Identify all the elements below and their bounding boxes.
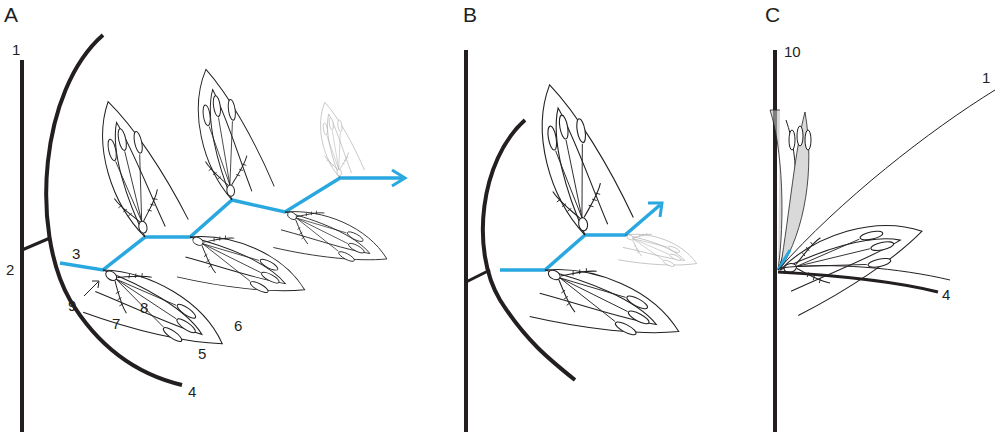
callout-number: 1 <box>982 70 990 85</box>
callout-number: 5 <box>198 346 206 361</box>
callout-number: 10 <box>784 44 801 59</box>
callout-number: 7 <box>112 316 120 331</box>
callout-number: 6 <box>234 318 242 333</box>
panel-letter: A <box>4 4 18 25</box>
callout-number: 8 <box>140 300 148 315</box>
panel-letter: C <box>765 4 780 25</box>
callout-number: 4 <box>188 384 196 399</box>
panel-letter: B <box>463 4 477 25</box>
callout-number: 3 <box>72 246 80 261</box>
callout-number: 2 <box>6 262 14 277</box>
callout-number: 1 <box>12 42 20 57</box>
callout-number: 9 <box>68 298 76 313</box>
callout-number: 4 <box>942 287 950 302</box>
